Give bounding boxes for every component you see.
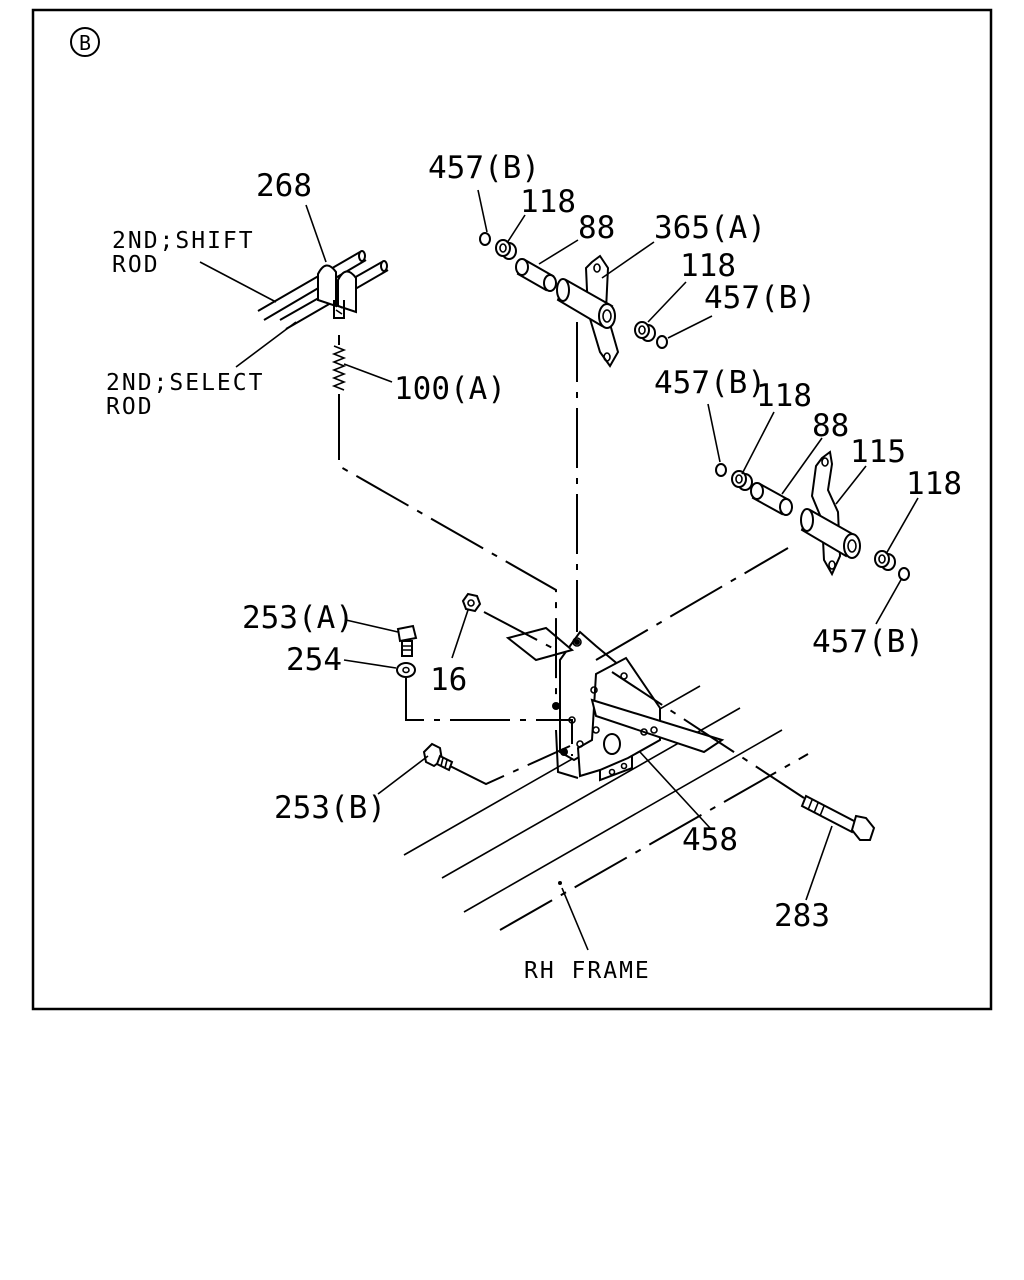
label-283: 283 xyxy=(774,898,830,934)
clamp-268 xyxy=(317,264,357,319)
bush-118-1 xyxy=(495,239,517,260)
bolt-253b xyxy=(422,742,454,772)
label-457b-4: 457(B) xyxy=(812,624,924,660)
label-select-rod-line1: 2ND;SELECT xyxy=(106,370,264,396)
diagram-border xyxy=(31,8,993,1011)
lever-365a xyxy=(556,254,620,368)
label-254: 254 xyxy=(286,642,342,678)
snap-ring-457b-2 xyxy=(656,335,668,349)
bush-118-3 xyxy=(731,470,753,491)
label-select-rod-line2: ROD xyxy=(106,394,154,420)
assembly-lines xyxy=(338,322,805,885)
label-458: 458 xyxy=(682,822,738,858)
bracket-458 xyxy=(505,626,725,782)
label-118-1: 118 xyxy=(520,184,576,220)
snap-ring-457b-4 xyxy=(898,567,910,581)
part-labels: 268 2ND;SHIFT ROD 2ND;SELECT ROD 100(A) … xyxy=(106,150,962,984)
label-shift-rod-line1: 2ND;SHIFT xyxy=(112,228,255,254)
bolt-253a xyxy=(396,624,418,657)
label-16: 16 xyxy=(430,662,467,698)
upper-bushing-set xyxy=(479,232,668,368)
label-rh-frame: RH FRAME xyxy=(524,958,651,984)
label-457b-1: 457(B) xyxy=(428,150,540,186)
pin-88-2 xyxy=(750,482,793,516)
label-118-4: 118 xyxy=(906,466,962,502)
label-457b-3: 457(B) xyxy=(654,365,766,401)
bolt-283 xyxy=(800,794,876,841)
bush-118-2 xyxy=(634,321,656,342)
label-365a: 365(A) xyxy=(654,210,766,246)
bush-118-4 xyxy=(874,550,896,571)
nut-16 xyxy=(461,592,482,613)
label-100a: 100(A) xyxy=(394,371,506,407)
lever-115 xyxy=(800,450,861,577)
snap-ring-457b-3 xyxy=(715,463,727,477)
label-118-3: 118 xyxy=(756,378,812,414)
label-shift-rod-line2: ROD xyxy=(112,252,160,278)
view-badge: B xyxy=(70,27,100,57)
snap-ring-457b-1 xyxy=(479,232,491,246)
label-253b: 253(B) xyxy=(274,790,386,826)
lower-bushing-set xyxy=(715,450,910,581)
label-115: 115 xyxy=(850,434,906,470)
label-268: 268 xyxy=(256,168,312,204)
label-253a: 253(A) xyxy=(242,600,354,636)
spring-100a xyxy=(331,335,347,400)
label-118-2: 118 xyxy=(680,248,736,284)
view-badge-letter: B xyxy=(79,31,91,55)
label-457b-2: 457(B) xyxy=(704,280,816,316)
label-88-2: 88 xyxy=(812,408,849,444)
leader-lines xyxy=(199,189,919,951)
label-88-1: 88 xyxy=(578,210,615,246)
washer-254 xyxy=(396,662,416,678)
pin-88-1 xyxy=(515,258,557,292)
